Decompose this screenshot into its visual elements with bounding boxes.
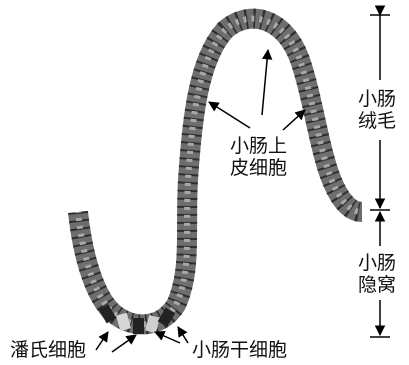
- paneth-arrows: [96, 332, 136, 352]
- villus-label: 小肠 绒毛: [356, 88, 398, 134]
- paneth-label: 潘氏细胞: [10, 340, 86, 362]
- epithelial-label: 小肠上 皮细胞: [228, 135, 289, 181]
- stem-label: 小肠干细胞: [192, 340, 287, 362]
- epithelium-band: [78, 19, 362, 325]
- crypt-label: 小肠 隐窝: [356, 252, 398, 298]
- paneth-cell: [133, 318, 144, 334]
